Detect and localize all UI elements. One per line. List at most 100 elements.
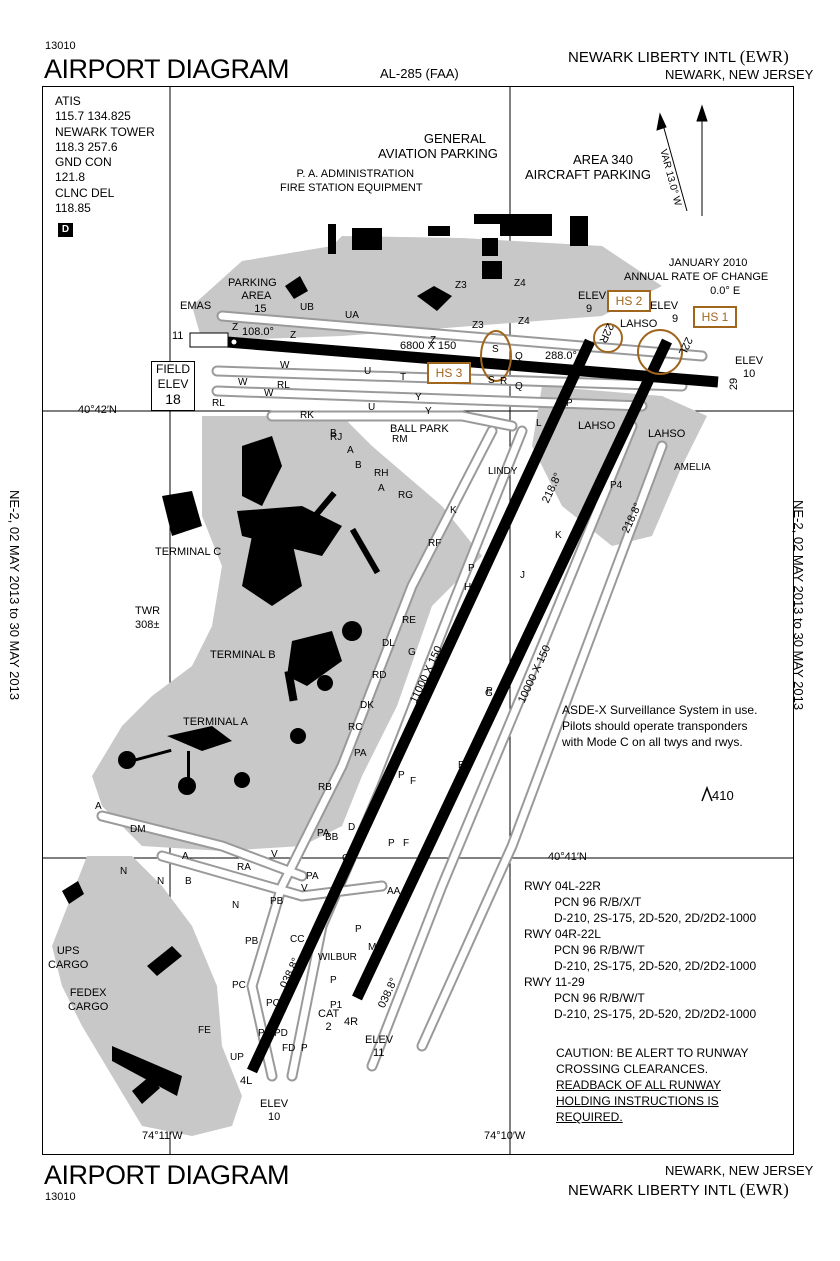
taxiway-label: RE — [402, 615, 416, 626]
taxiway-label: B — [330, 428, 337, 439]
lon-right: 74°10′W — [484, 1130, 526, 1142]
taxiway-label: UB — [300, 302, 314, 313]
taxiway-label: PA — [306, 871, 319, 882]
lat-bottom: 40°41′N — [548, 851, 587, 863]
terminal-b-building — [284, 621, 362, 744]
taxiway-label: G — [485, 688, 493, 699]
taxiway-label: P — [566, 398, 573, 409]
taxiway-label: P — [398, 770, 405, 781]
label-ga-parking: GENERAL AVIATION PARKING — [378, 131, 498, 161]
taxiway-label: PD — [258, 1028, 272, 1039]
taxiway-label: PD — [274, 1028, 288, 1039]
taxiway-label: RJ — [330, 432, 343, 443]
taxiway-label: N — [157, 876, 165, 887]
terminal-a-building — [118, 726, 250, 795]
taxiway-label: R — [500, 376, 508, 387]
taxiway-label: G — [408, 647, 416, 658]
taxiway-label: P — [355, 924, 362, 935]
taxiway-label: RD — [372, 670, 387, 681]
page-title-bottom: AIRPORT DIAGRAM — [44, 1160, 290, 1190]
taxiway-label: A — [347, 445, 354, 456]
terminal-c-building — [162, 436, 381, 606]
taxiway-label: RM — [392, 434, 408, 445]
label-pa-admin: P. A. ADMINISTRATION FIRE STATION EQUIPM… — [280, 168, 423, 194]
taxiway-label: Z4 — [514, 278, 526, 289]
lat-top: 40°42′N — [78, 404, 117, 416]
taxiway-label: PC — [232, 980, 246, 991]
cargo-buildings — [62, 881, 182, 1104]
taxiway-label: U — [364, 366, 372, 377]
taxiway-label: S — [488, 375, 495, 386]
label-ball-park: BALL PARK — [390, 423, 449, 435]
taxiway-label: T — [400, 372, 407, 383]
taxiway-label: AA — [387, 886, 401, 897]
rwy11-heading: 108.0° — [242, 326, 274, 338]
label-cat2: CAT 2 — [318, 1008, 340, 1033]
frequency-list: ATIS 115.7 134.825 NEWARK TOWER 118.3 25… — [55, 94, 155, 216]
taxiway-label: V — [271, 849, 278, 860]
label-parking-area: PARKING AREA 15 — [228, 277, 277, 315]
taxiway-label: UA — [345, 310, 359, 321]
runway-11-29 — [226, 336, 719, 388]
taxiway-label: Y — [425, 406, 432, 417]
north-buildings — [285, 214, 588, 311]
taxiway-label: DL — [382, 638, 395, 649]
taxiway-label: A — [378, 483, 385, 494]
label-emas: EMAS — [180, 300, 212, 312]
lahso-3: LAHSO — [648, 428, 686, 440]
taxiway-label: RL — [277, 380, 290, 391]
taxiway-label: J — [495, 540, 500, 551]
caution-note: CAUTION: BE ALERT TO RUNWAY CROSSING CLE… — [556, 1046, 749, 1124]
taxiway-label: W — [264, 388, 274, 399]
taxiway-label: DK — [360, 700, 374, 711]
taxiway-label: P — [468, 563, 475, 574]
obstacle-height: 410 — [712, 788, 734, 803]
taxiway-label: U — [368, 402, 376, 413]
taxiway-label: J — [520, 570, 525, 581]
rwy29-heading: 288.0° — [545, 350, 577, 362]
rwy4r-end: 4R — [344, 1016, 359, 1028]
lon-left: 74°11′W — [142, 1130, 183, 1142]
runways — [226, 336, 719, 1074]
airport-map — [42, 86, 794, 1155]
pcn-table: RWY 04L-22R PCN 96 R/B/X/T D-210, 2S-175… — [524, 879, 757, 1021]
taxiway-label: P — [301, 1043, 308, 1054]
taxiway-label: N — [232, 900, 240, 911]
taxiway-label: F — [403, 838, 410, 849]
airport-name-bottom: NEWARK LIBERTY INTL (EWR) — [568, 1180, 789, 1199]
taxiway-label: WILBUR — [318, 952, 357, 963]
taxiway-label: A — [95, 801, 102, 812]
taxiway-label: RC — [348, 722, 363, 733]
taxiway-label: Q — [515, 351, 523, 362]
taxiway-label: B — [355, 460, 362, 471]
taxiway-label: P4 — [610, 480, 623, 491]
north-arrow — [656, 104, 708, 216]
taxiway-label: AMELIA — [674, 462, 711, 473]
taxiway-label: A — [182, 851, 189, 862]
hot-spot-hs1: HS 1 — [693, 306, 737, 328]
taxiway-label: F — [410, 776, 417, 787]
lahso-2: LAHSO — [578, 420, 616, 432]
taxiway-label: K — [450, 505, 457, 516]
taxiway-label: D — [348, 822, 356, 833]
taxiway-label: RL — [212, 398, 225, 409]
taxiway-label: V — [301, 883, 308, 894]
taxiway-label: BB — [325, 832, 339, 843]
taxiway-label: K — [555, 530, 562, 541]
label-terminal-c: TERMINAL C — [155, 546, 222, 558]
taxiway-label: Q — [515, 381, 523, 392]
runway-4r-22l — [352, 338, 672, 1001]
lahso-1: LAHSO — [620, 318, 658, 330]
taxiway-label: H — [464, 582, 472, 593]
taxiway-label: Z4 — [518, 316, 530, 327]
runway-4l-22r — [247, 338, 595, 1074]
effective-dates-right: NE-2, 02 MAY 2013 to 30 MAY 2013 — [791, 500, 806, 711]
taxiway-label: M — [368, 942, 377, 953]
rwy4l-end: 4L — [240, 1075, 253, 1087]
label-fedex-cargo: FEDEX CARGO — [68, 987, 109, 1013]
taxiway-label: W — [280, 360, 290, 371]
page-title-top: AIRPORT DIAGRAM — [44, 54, 290, 84]
taxiway-label: Y — [415, 392, 422, 403]
taxiway-label: RH — [374, 468, 389, 479]
airport-name-top: NEWARK LIBERTY INTL (EWR) — [568, 47, 789, 66]
